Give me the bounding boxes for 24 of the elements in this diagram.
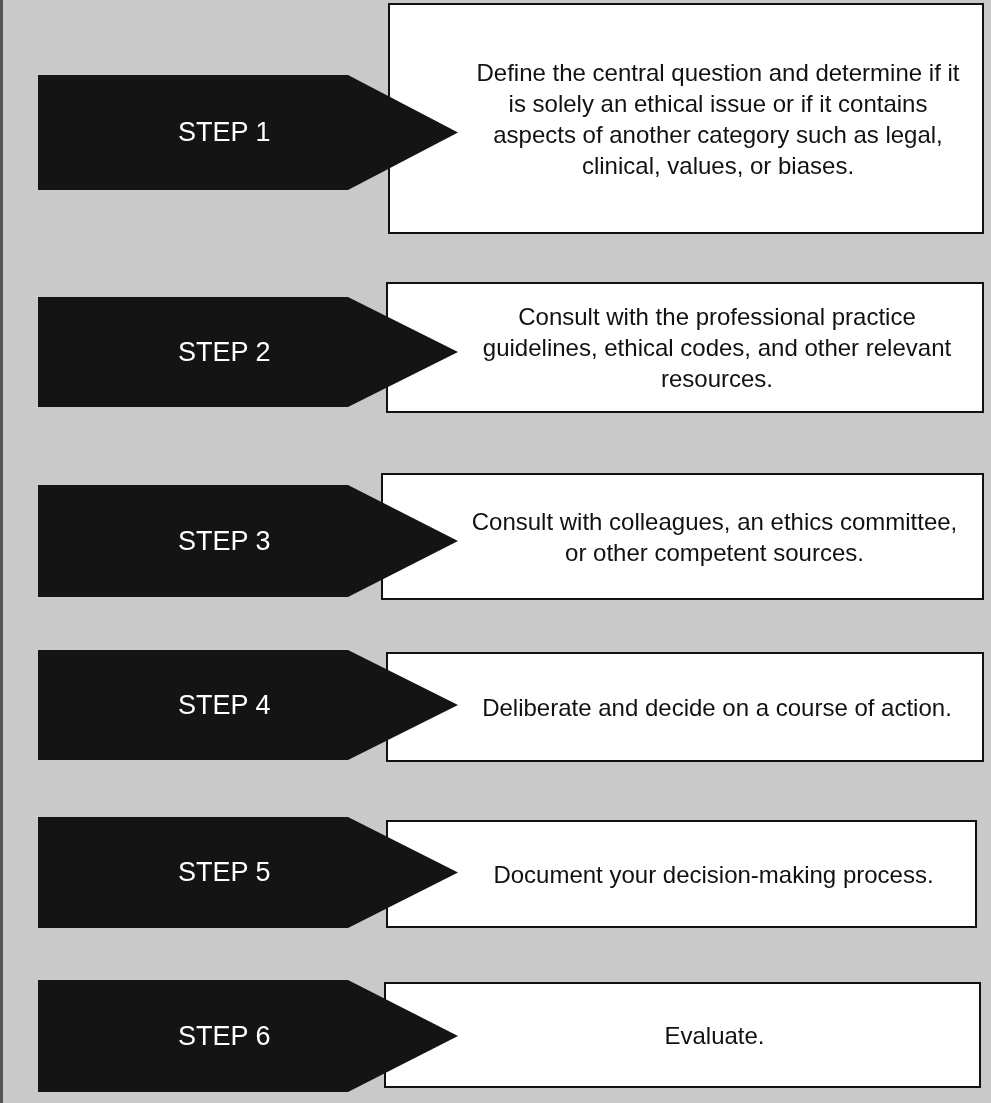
step-description: Consult with colleagues, an ethics committee, or other competent sources. [470,506,959,568]
step-description: Evaluate. [663,1020,766,1051]
step-box [386,652,984,762]
step-label: STEP 3 [178,525,271,557]
step-description: Document your decision-making process. [492,859,935,890]
step-label: STEP 4 [178,689,271,721]
step-arrow [38,75,458,190]
step-arrow [38,980,458,1092]
step-description: Deliberate and decide on a course of action. [481,692,953,723]
step-box [386,820,977,928]
step-label: STEP 1 [178,117,271,148]
step-box [384,982,981,1088]
step-box [388,3,984,234]
step-label: STEP 6 [178,1020,271,1052]
step-arrow [38,650,458,760]
step-box [381,473,984,600]
step-arrow [38,297,458,407]
step-description: Consult with the professional practice guidelines, ethical codes, and other relevant resources. [481,302,953,394]
step-label: STEP 2 [178,336,271,368]
step-box [386,282,984,413]
step-arrow [38,817,458,928]
step-description: Define the central question and determine if it is solely an ethical issue or if it contains aspects of another category such as legal, clinical, values, or biases. [475,57,961,181]
step-arrow [38,485,458,597]
step-label: STEP 5 [178,857,271,888]
